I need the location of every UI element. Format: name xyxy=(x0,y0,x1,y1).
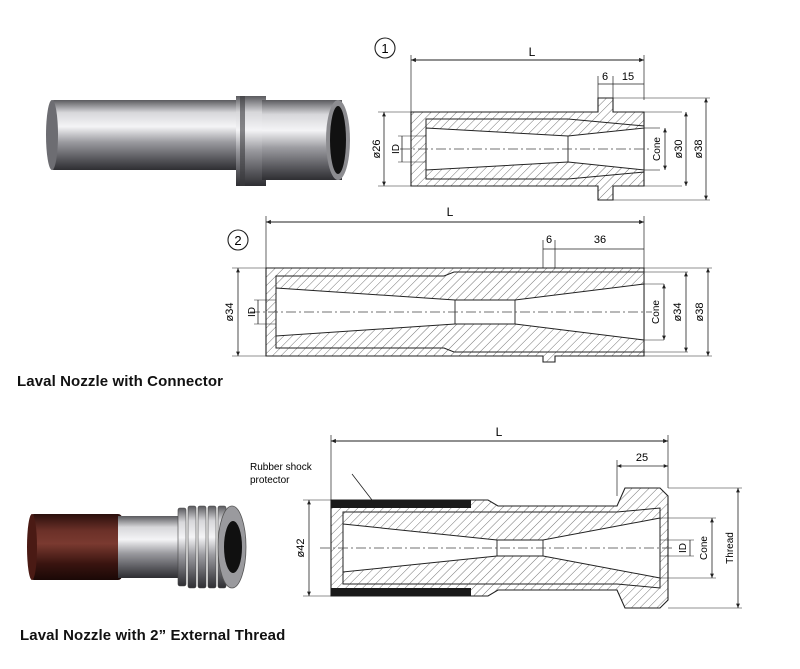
callout-rubber-line1: Rubber shock xyxy=(250,462,313,473)
drawing-number: 1 xyxy=(381,41,388,56)
dim-outer-left: ø34 xyxy=(224,303,236,322)
drawing-3: L 25 Rubber shock protector ø42 ID C xyxy=(250,425,742,609)
dim-thread-length: 25 xyxy=(636,452,648,464)
dim-inner-diameter: ID xyxy=(247,307,258,317)
drawing-number-badge xyxy=(227,229,249,251)
drawing-number-badge xyxy=(374,37,396,59)
length-label: L xyxy=(447,205,454,219)
drawing-2: 2 L 6 36 ø34 ID Cone ø xyxy=(224,205,712,363)
dim-groove-width: 6 xyxy=(546,234,552,246)
drawing-number: 2 xyxy=(234,233,241,248)
dim-thread: Thread xyxy=(725,532,736,564)
caption-connector: Laval Nozzle with Connector xyxy=(17,373,224,390)
dim-cone: Cone xyxy=(699,536,710,560)
callout-rubber-line2: protector xyxy=(250,475,290,486)
length-label: L xyxy=(496,425,503,439)
dim-flange-offset: 15 xyxy=(622,71,634,83)
rubber-shock-protector xyxy=(331,500,471,508)
dim-inner-diameter: ID xyxy=(391,144,402,154)
dim-outer-left: ø26 xyxy=(371,140,383,159)
caption-external-thread: Laval Nozzle with 2” External Thread xyxy=(20,627,286,644)
dim-cone: Cone xyxy=(651,300,662,324)
dim-outer-right: ø38 xyxy=(693,140,705,159)
drawing-1: 1 L 6 15 ø26 ID Cone xyxy=(371,37,710,201)
dim-outer-left: ø42 xyxy=(295,539,307,558)
dim-inner-diameter: ID xyxy=(678,543,689,553)
dim-cone: Cone xyxy=(652,137,663,161)
dim-flange-width: 6 xyxy=(602,71,608,83)
dim-outer-mid: ø34 xyxy=(672,303,684,322)
dim-outer-right: ø38 xyxy=(694,303,706,322)
dim-groove-offset: 36 xyxy=(594,234,606,246)
length-label: L xyxy=(529,45,536,59)
nozzle-thread-photo xyxy=(27,505,247,589)
dim-outer-mid: ø30 xyxy=(673,140,685,159)
nozzle-connector-photo xyxy=(46,96,350,186)
